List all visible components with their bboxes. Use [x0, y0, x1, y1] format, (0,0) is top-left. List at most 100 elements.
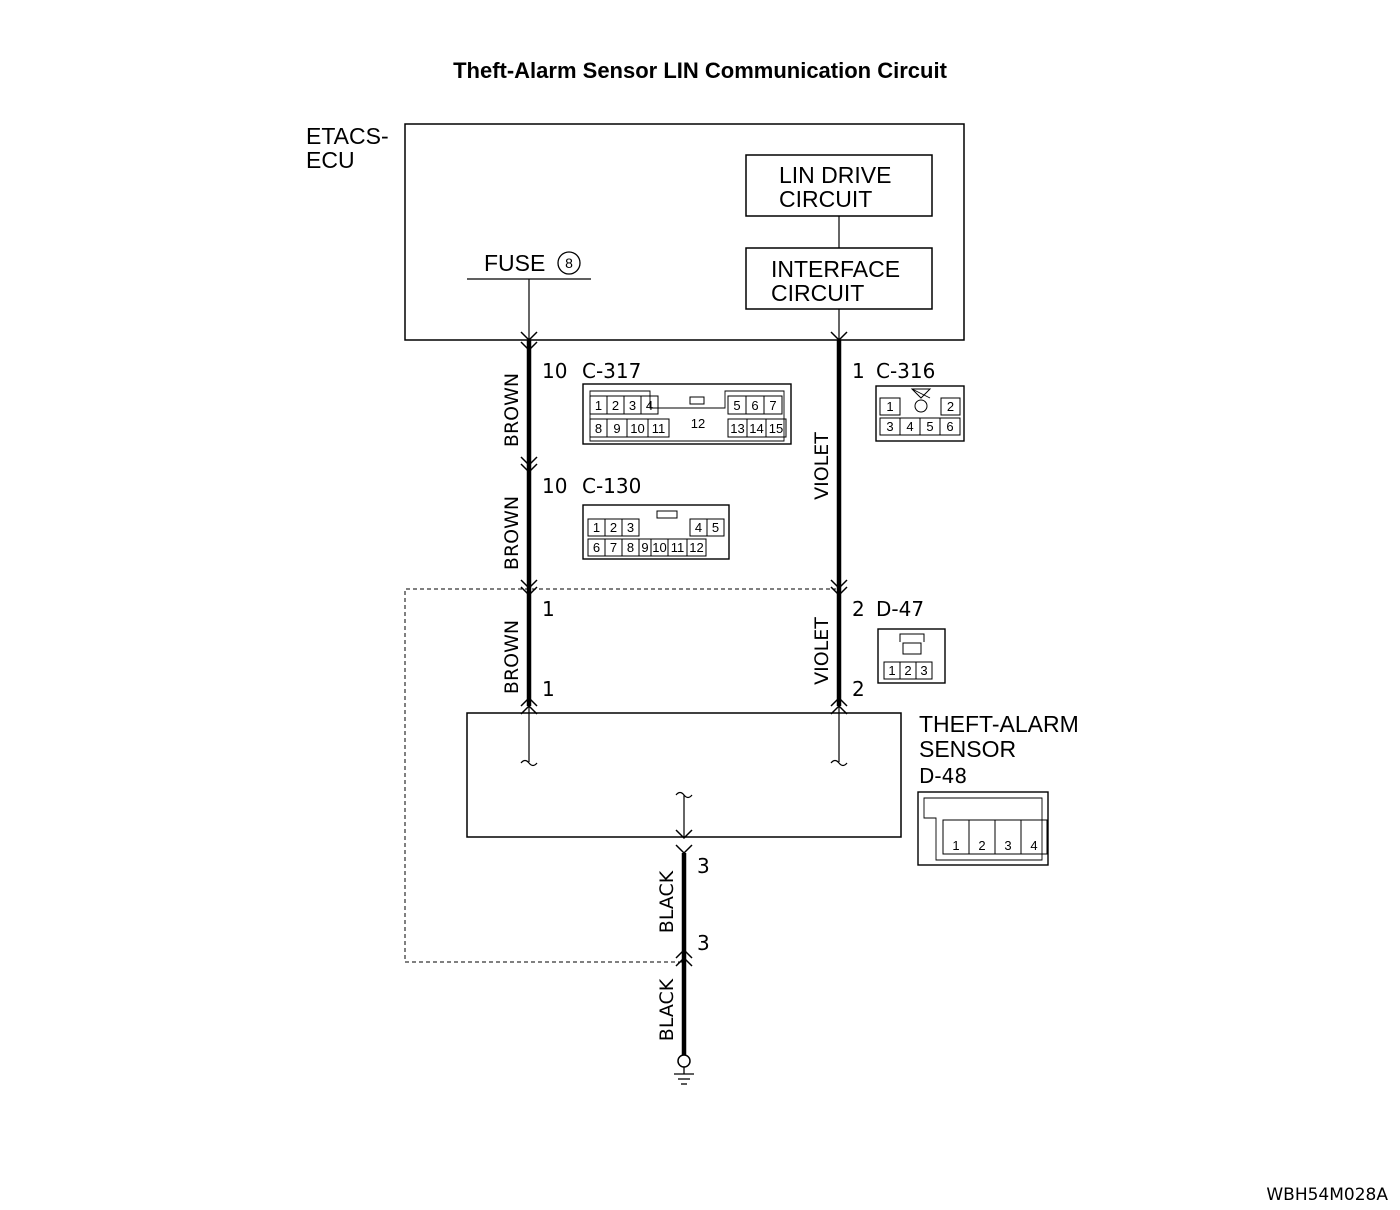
c317-pin-label: 2: [612, 398, 619, 413]
c317-pin-12: 12: [691, 416, 705, 431]
c130-name: C-130: [582, 474, 641, 498]
fuse-number-circle: [557, 251, 581, 275]
lin-drive-line1: LIN DRIVE: [779, 162, 891, 188]
ecu-label-line1: ETACS-: [306, 123, 389, 149]
c130-pin-label: 4: [695, 520, 702, 535]
wire-label-violet-2: VIOLET: [811, 617, 833, 685]
wire-label-black-2: BLACK: [656, 978, 678, 1041]
theft-alarm-sensor: [466, 712, 902, 838]
interface-circuit: INTERFACE CIRCUIT: [745, 247, 933, 310]
c130-pin-label: 6: [593, 540, 600, 555]
wire-label-brown-3: BROWN: [501, 620, 523, 694]
c316-cell: [879, 397, 901, 416]
wire-label-violet-1: VIOLET: [811, 432, 833, 500]
wire-label-brown-1: BROWN: [501, 373, 523, 447]
c317-pin-label: 13: [730, 421, 744, 436]
fuse-8: FUSE 8: [467, 250, 591, 280]
c316-pin-label: 1: [886, 399, 893, 414]
c317-pin-label: 8: [595, 421, 602, 436]
c130-pin-label: 10: [652, 540, 666, 555]
c317-pin-label: 11: [652, 421, 666, 436]
c317-pin-label: 1: [595, 398, 602, 413]
diagram-title: Theft-Alarm Sensor LIN Communication Cir…: [453, 58, 947, 83]
c130-pin-label: 1: [593, 520, 600, 535]
c130-pin-label: 8: [627, 540, 634, 555]
c317-cell: [640, 395, 659, 415]
interface-line1: INTERFACE: [771, 256, 900, 282]
d48-pin-label: 1: [952, 838, 959, 853]
brown-bottom-pin: 1: [542, 677, 555, 701]
ground-icon: [674, 1054, 694, 1085]
c317-pin-label: 7: [769, 398, 776, 413]
c316-pin: 1: [852, 359, 865, 383]
sensor-code: D-48: [919, 764, 967, 788]
c317-pin-label: 14: [749, 421, 763, 436]
violet-bottom-pin: 2: [852, 677, 865, 701]
d47-pin-label: 1: [888, 663, 895, 678]
c130-pin-label: 3: [627, 520, 634, 535]
c130-cell: [686, 538, 707, 557]
d47-cell: [915, 661, 933, 680]
c317-pin-label: 10: [630, 421, 644, 436]
d47-pin-label: 2: [904, 663, 911, 678]
sensor-label-line2: SENSOR: [919, 736, 1016, 762]
d47-pin-right: 2: [852, 597, 865, 621]
c317-cell: [765, 418, 787, 438]
d48-pin-label: 4: [1030, 838, 1037, 853]
fuse-number: 8: [565, 255, 573, 271]
etacs-ecu: ETACS- ECU: [306, 123, 965, 341]
c317-pin-label: 15: [769, 421, 783, 436]
c316-cell: [940, 397, 961, 416]
fuse-label: FUSE: [484, 250, 545, 276]
c317-pin-label: 6: [751, 398, 758, 413]
c130-cell: [621, 518, 640, 537]
c316-pin-label: 4: [906, 419, 913, 434]
black-bottom-pin: 3: [697, 931, 710, 955]
lin-drive-circuit: LIN DRIVE CIRCUIT: [745, 154, 933, 217]
d48-cell: [1020, 819, 1048, 855]
c317-pin-label: 9: [613, 421, 620, 436]
c130-pin-label: 11: [671, 540, 685, 555]
c130-pin-label: 9: [641, 540, 648, 555]
lin-drive-line2: CIRCUIT: [779, 186, 872, 212]
wire-label-black-1: BLACK: [656, 870, 678, 933]
figure-code: WBH54M028A: [1266, 1185, 1388, 1205]
connector-d48: 1 2 3 4: [917, 791, 1049, 866]
c316-pin-label: 2: [947, 399, 954, 414]
c316-name: C-316: [876, 359, 935, 383]
c130-pin: 10: [542, 474, 567, 498]
c316-pin-label: 6: [946, 419, 953, 434]
black-top-pin: 3: [697, 854, 710, 878]
c130-cell: [706, 518, 725, 537]
c317-pin-label: 4: [646, 398, 653, 413]
sensor-label-line1: THEFT-ALARM: [919, 711, 1079, 737]
d47-name: D-47: [876, 597, 924, 621]
brown-wire: [520, 340, 538, 767]
c316-pin-label: 5: [926, 419, 933, 434]
ecu-label-line2: ECU: [306, 147, 355, 173]
violet-wire: [830, 340, 848, 767]
c130-pin-label: 2: [610, 520, 617, 535]
connector-markers: [520, 331, 848, 967]
c130-pin-label: 5: [712, 520, 719, 535]
interface-line2: CIRCUIT: [771, 280, 864, 306]
wire-label-brown-2: BROWN: [501, 496, 523, 570]
c130-pin-label: 7: [610, 540, 617, 555]
assembly-boundary: [404, 588, 836, 963]
c130-pin-label: 12: [689, 540, 703, 555]
c316-cell: [939, 417, 961, 436]
c317-cell: [647, 418, 670, 438]
c317-pin-label: 5: [733, 398, 740, 413]
d47-pin-left: 1: [542, 597, 555, 621]
d48-pin-label: 3: [1004, 838, 1011, 853]
c317-cell: [763, 395, 783, 415]
d48-pin-label: 2: [978, 838, 985, 853]
c317-pin-label: 3: [629, 398, 636, 413]
c317-pin: 10: [542, 359, 567, 383]
c317-name: C-317: [582, 359, 641, 383]
